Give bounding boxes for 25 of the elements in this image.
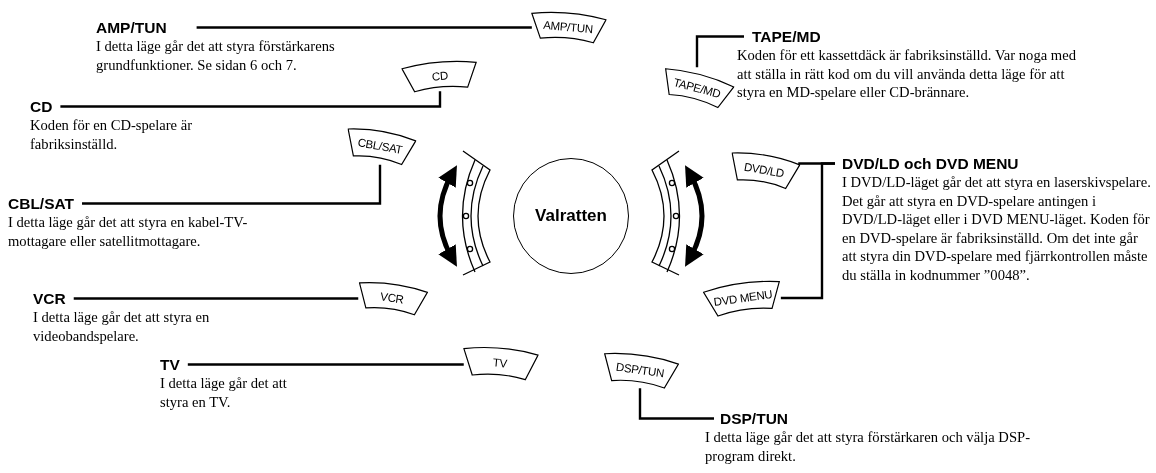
mode-heading: DSP/TUN xyxy=(720,409,789,428)
mode-description: I detta läge går det att styra förstärkarens grundfunktioner. Se sidan 6 och 7. xyxy=(96,37,336,75)
mode-description: I detta läge går det att styra en kabel-TV-mottagare eller satellitmottagare. xyxy=(8,213,249,251)
leader-line xyxy=(187,363,464,366)
mode-description: Koden för en CD-spelare är fabriksinställd. xyxy=(30,116,194,154)
mode-heading: VCR xyxy=(33,289,66,308)
leader-line xyxy=(73,297,359,300)
mode-description: I detta läge går det att styra förstärkaren och välja DSP-program direkt. xyxy=(705,428,1031,466)
mode-description: I DVD/LD-läget går det att styra en laserskivspelare. Det går att styra en DVD-spelare antingen i DVD/LD-läget eller i DVD MENU-läget. Koden för en DVD-spelare är fabriksinställd. Om det inte går att styra din DVD-spelare med fjärrkontrollen måste du ställa in kodnummer ”0048”. xyxy=(842,173,1152,285)
mode-heading: TAPE/MD xyxy=(752,27,821,46)
mode-description: I detta läge går det att styra en TV. xyxy=(160,374,288,412)
leader-line xyxy=(196,26,532,29)
mode-heading: DVD/LD och DVD MENU xyxy=(842,154,1019,173)
leader-line xyxy=(695,35,744,68)
selector-dial: Valratten xyxy=(513,158,629,274)
leader-line xyxy=(780,162,835,300)
leader-line xyxy=(82,164,382,205)
mode-heading: TV xyxy=(160,355,180,374)
leader-line xyxy=(638,388,714,420)
mode-description: Koden för ett kassettdäck är fabriksinställd. Var noga med att ställa in rätt kod om du vill använda detta läge för att styra en MD-spelare eller CD-brännare. xyxy=(737,46,1077,102)
mode-description: I detta läge går det att styra en videobandspelare. xyxy=(33,308,211,346)
mode-heading: CD xyxy=(30,97,53,116)
leader-line xyxy=(60,91,442,108)
mode-heading: CBL/SAT xyxy=(8,194,74,213)
mode-heading: AMP/TUN xyxy=(96,18,167,37)
